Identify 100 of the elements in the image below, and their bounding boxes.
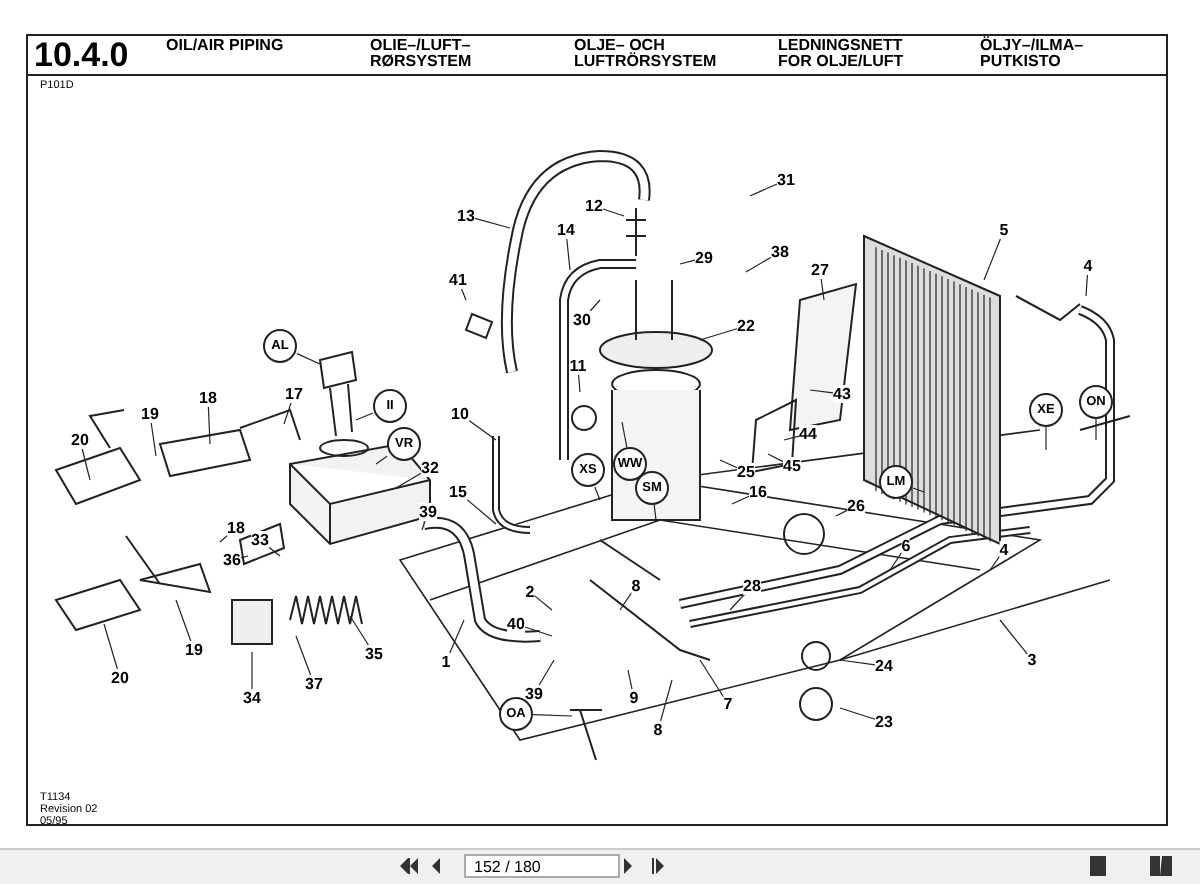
callout-number: 8 bbox=[631, 577, 641, 595]
callout-number: 17 bbox=[285, 385, 303, 403]
leader-line bbox=[783, 435, 800, 441]
callout-number: 44 bbox=[799, 425, 817, 443]
leader-line bbox=[627, 669, 633, 690]
callout-number: 11 bbox=[569, 357, 587, 375]
leader-line bbox=[749, 183, 778, 197]
callout-number: 1 bbox=[441, 653, 451, 671]
callout-number: 29 bbox=[695, 249, 713, 267]
callout-number: 3 bbox=[1027, 651, 1037, 669]
leader-line bbox=[594, 486, 601, 501]
leader-line bbox=[1095, 418, 1097, 441]
callout-number: 30 bbox=[573, 311, 591, 329]
leader-line bbox=[912, 487, 925, 493]
callout-number: 45 bbox=[783, 457, 801, 475]
callout-number: 22 bbox=[737, 317, 755, 335]
leader-line bbox=[421, 520, 426, 531]
leader-line bbox=[207, 406, 211, 445]
leader-line bbox=[524, 626, 553, 637]
leader-line bbox=[767, 453, 784, 463]
callout-number: 2 bbox=[525, 583, 535, 601]
leader-line bbox=[1045, 426, 1047, 451]
leader-line bbox=[839, 659, 876, 666]
leader-line bbox=[566, 238, 571, 271]
callout-number: 10 bbox=[451, 405, 469, 423]
leader-line bbox=[268, 546, 281, 557]
callout-number: 28 bbox=[743, 577, 761, 595]
leader-line bbox=[219, 535, 228, 543]
page-counter-field: 152 / 180 bbox=[464, 854, 620, 878]
leader-line bbox=[679, 259, 696, 265]
leader-line bbox=[349, 615, 369, 646]
callout-number: 20 bbox=[71, 431, 89, 449]
leader-line bbox=[989, 555, 1001, 571]
callout-number: 26 bbox=[847, 497, 865, 515]
leader-line bbox=[653, 504, 657, 521]
leader-line bbox=[296, 353, 321, 365]
callout-number: 35 bbox=[365, 645, 383, 663]
leader-line bbox=[839, 707, 876, 720]
leader-line bbox=[999, 619, 1029, 655]
leader-line bbox=[731, 495, 750, 505]
callout-number: 9 bbox=[629, 689, 639, 707]
leader-line bbox=[81, 448, 91, 481]
heading: OIL/AIR PIPING bbox=[166, 38, 286, 54]
callout-number: 6 bbox=[901, 537, 911, 555]
callout-number: 37 bbox=[305, 675, 323, 693]
heading: OLIE–/LUFT– RØRSYSTEM bbox=[370, 38, 474, 70]
leader-line bbox=[621, 421, 628, 448]
leader-line bbox=[699, 328, 738, 341]
callout-number: 40 bbox=[507, 615, 525, 633]
callout-number: 43 bbox=[833, 385, 851, 403]
callout-number: 24 bbox=[875, 657, 893, 675]
section-number: 10.4.0 bbox=[34, 36, 129, 74]
leader-line bbox=[589, 299, 601, 312]
leader-line bbox=[889, 552, 903, 571]
leader-line bbox=[251, 651, 253, 690]
callout-number: 14 bbox=[557, 221, 575, 239]
leader-line bbox=[355, 412, 374, 421]
leader-line bbox=[745, 256, 772, 273]
callout-number: 36 bbox=[223, 551, 241, 569]
leader-line bbox=[103, 623, 118, 670]
leader-line bbox=[449, 619, 465, 654]
leader-line bbox=[175, 599, 192, 642]
leader-line bbox=[533, 595, 553, 611]
leader-line bbox=[295, 635, 312, 676]
leader-line bbox=[619, 592, 633, 611]
leader-line bbox=[466, 499, 497, 525]
callout-number: 20 bbox=[111, 669, 129, 687]
callout-number: 38 bbox=[771, 243, 789, 261]
callout-number: 33 bbox=[251, 531, 269, 549]
callout-number: 4 bbox=[999, 541, 1009, 559]
callout-number: 15 bbox=[449, 483, 467, 501]
heading: ÖLJY–/ILMA– PUTKISTO bbox=[980, 38, 1086, 70]
leader-line bbox=[474, 217, 511, 229]
leader-line bbox=[729, 594, 745, 611]
callout-number: 39 bbox=[419, 503, 437, 521]
callout-number: 12 bbox=[585, 197, 603, 215]
leader-line bbox=[1085, 274, 1088, 297]
leader-line bbox=[660, 679, 673, 722]
callout-number: 18 bbox=[227, 519, 245, 537]
leader-line bbox=[719, 459, 738, 469]
callout-number: 19 bbox=[185, 641, 203, 659]
leader-line bbox=[602, 208, 625, 217]
leader-line bbox=[538, 659, 555, 686]
leader-line bbox=[283, 402, 292, 425]
leader-line bbox=[820, 278, 825, 301]
leader-line bbox=[468, 419, 497, 441]
leader-line bbox=[578, 374, 581, 393]
leader-line bbox=[809, 389, 834, 394]
leader-line bbox=[150, 422, 157, 457]
callout-number: 8 bbox=[653, 721, 663, 739]
callout-number: 5 bbox=[999, 221, 1009, 239]
leader-line bbox=[240, 555, 249, 559]
callout-number: 25 bbox=[737, 463, 755, 481]
heading: LEDNINGSNETT FOR OLJE/LUFT bbox=[778, 38, 906, 70]
leader-line bbox=[699, 659, 725, 698]
leader-line bbox=[461, 288, 467, 301]
callout-number: 7 bbox=[723, 695, 733, 713]
callout-number: 13 bbox=[457, 207, 475, 225]
leader-line bbox=[835, 509, 848, 517]
leader-line bbox=[532, 714, 573, 717]
